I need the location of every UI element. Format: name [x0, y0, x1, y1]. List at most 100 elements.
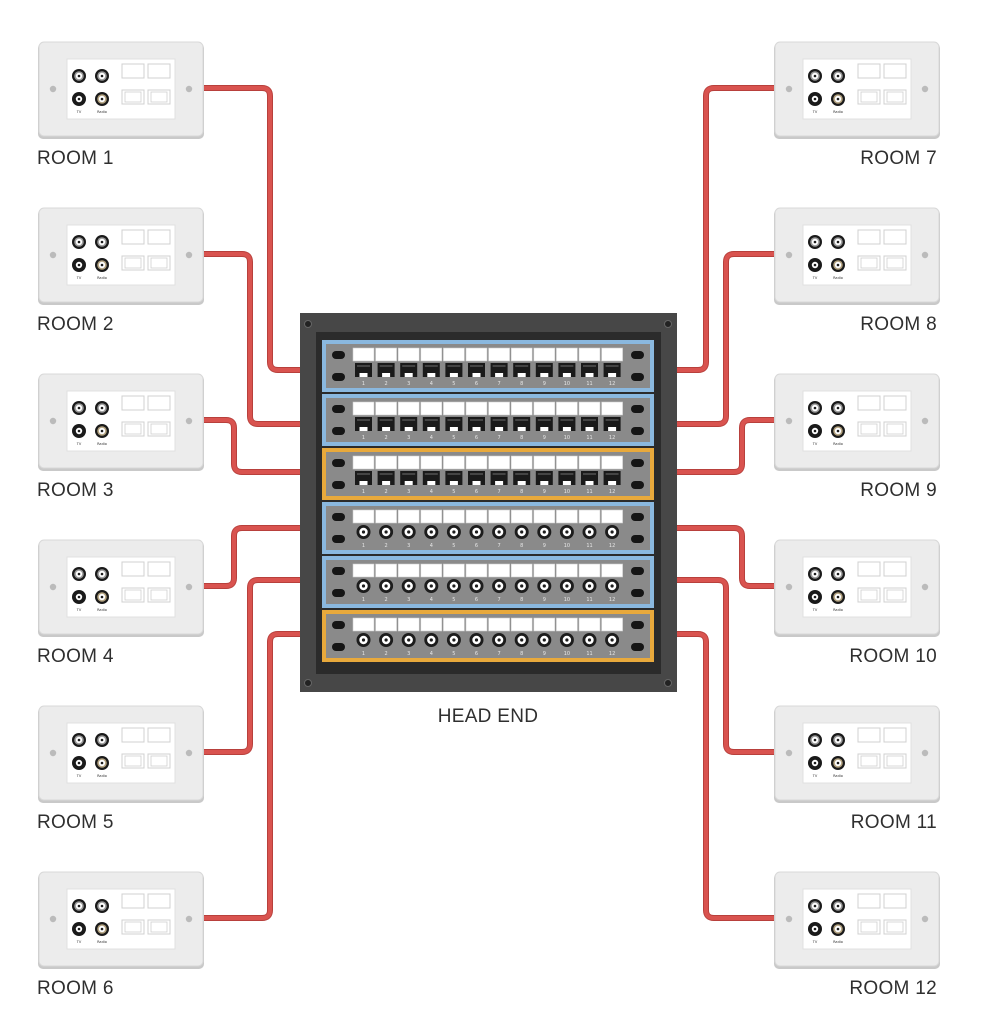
jack-label-radio: Radio [833, 110, 843, 114]
jack-label-tv: TV [76, 940, 82, 944]
wall-plate-screw-icon [785, 749, 793, 757]
blank-module-slot [147, 395, 171, 411]
wall-plate-screw-icon [921, 583, 929, 591]
wall-plate-screw-icon [921, 85, 929, 93]
ethernet-port-pins [605, 419, 619, 421]
ethernet-port-clip [472, 427, 481, 431]
room-label-left: ROOM 4 [37, 646, 114, 667]
port-label-strip [420, 347, 443, 362]
port-label-strip [578, 347, 601, 362]
port-label-strip [578, 455, 601, 470]
blank-module-outline [860, 589, 878, 601]
port-label-strip [375, 401, 397, 416]
ethernet-port-pins [424, 365, 438, 367]
coax-port-pin [452, 638, 456, 642]
port-number: 3 [407, 381, 410, 387]
mounting-slot-icon [332, 589, 345, 597]
port-number: 4 [430, 381, 433, 387]
av-jack-pin [77, 761, 81, 765]
wall-plate-screw-icon [921, 749, 929, 757]
port-label-strip [443, 509, 465, 524]
port-label-strip [488, 563, 510, 578]
av-jack-pin [813, 904, 817, 908]
port-number: 6 [475, 435, 478, 441]
blank-module-outline [124, 921, 142, 933]
port-number: 8 [520, 381, 523, 387]
cable-room-1 [201, 86, 304, 372]
cable-room-4 [201, 526, 304, 588]
ethernet-port-clip [427, 481, 436, 485]
jack-label-radio: Radio [833, 774, 843, 778]
port-number: 7 [498, 435, 501, 441]
port-number: 9 [543, 381, 546, 387]
ethernet-port-clip [562, 373, 571, 377]
jack-label-radio: Radio [97, 608, 107, 612]
blank-module-slot [857, 421, 881, 437]
cable-room-9-shadow [672, 417, 780, 475]
ethernet-port-pins [492, 419, 506, 421]
wall-outlet-plate-icon: TV Radio [774, 41, 940, 139]
ethernet-port-clip [382, 427, 391, 431]
port-number: 11 [586, 543, 592, 549]
av-jack-pin [836, 595, 840, 599]
ethernet-port-pins [515, 473, 529, 475]
ethernet-port-pins [357, 365, 370, 367]
port-label-strip [556, 563, 578, 578]
ethernet-port-clip [495, 373, 504, 377]
av-jack-pin [77, 904, 81, 908]
port-label-strip [510, 509, 533, 524]
port-number: 8 [520, 651, 523, 657]
coax-port-pin [384, 584, 388, 588]
av-jack-pin [100, 263, 104, 267]
blank-module-slot [121, 893, 145, 909]
port-label-strip [397, 401, 420, 416]
port-number: 5 [452, 381, 455, 387]
port-label-strip [397, 563, 420, 578]
blank-module-slot [121, 919, 145, 935]
wall-plate-screw-icon [785, 915, 793, 923]
blank-module-slot [121, 255, 145, 271]
port-label-strip [420, 563, 443, 578]
jack-label-tv: TV [812, 110, 818, 114]
cable-room-2 [201, 252, 304, 426]
blank-module-slot [857, 919, 881, 935]
av-jack-pin [100, 429, 104, 433]
cable-room-7 [673, 86, 779, 372]
ethernet-port-pins [605, 473, 619, 475]
cable-room-12 [673, 632, 779, 920]
port-label-strip [465, 347, 488, 362]
port-number: 8 [520, 489, 523, 495]
port-number: 9 [543, 435, 546, 441]
port-number: 2 [385, 381, 388, 387]
blank-module-slot [121, 63, 145, 79]
port-number: 5 [452, 489, 455, 495]
coax-port-pin [542, 530, 546, 534]
blank-module-outline [860, 257, 878, 269]
port-label-strip [556, 347, 578, 362]
port-label-strip [375, 617, 397, 632]
av-jack-pin [836, 97, 840, 101]
mounting-slot-icon [631, 405, 644, 413]
coax-port-pin [610, 584, 614, 588]
mounting-slot-icon [631, 621, 644, 629]
cable-room-3-shadow [200, 417, 305, 475]
port-number: 11 [586, 651, 592, 657]
port-label-strip [465, 509, 488, 524]
wall-plate-screw-icon [785, 251, 793, 259]
blank-module-outline [150, 589, 168, 601]
blank-module-outline [150, 755, 168, 767]
coax-port-pin [407, 530, 411, 534]
room-label-left: ROOM 1 [37, 148, 114, 169]
port-number: 12 [609, 435, 615, 441]
ethernet-port-pins [402, 473, 416, 475]
coax-port-pin [542, 638, 546, 642]
port-label-strip [465, 401, 488, 416]
blank-module-slot [147, 561, 171, 577]
ethernet-port-clip [608, 481, 617, 485]
av-jack-pin [77, 240, 81, 244]
coax-port-pin [384, 638, 388, 642]
ethernet-port-pins [605, 365, 619, 367]
port-label-strip [465, 455, 488, 470]
ethernet-port-pins [447, 473, 461, 475]
